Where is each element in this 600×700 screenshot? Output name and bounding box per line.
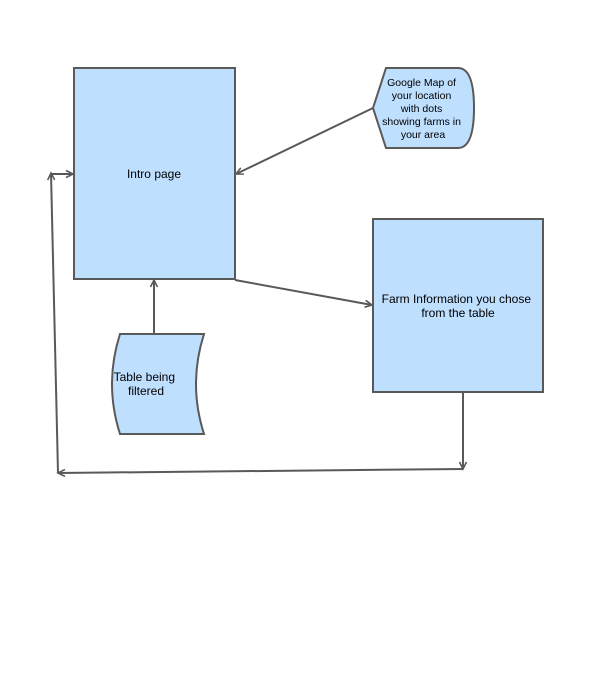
arrow-bottom-left [56,468,464,478]
table-filtered-label-line-1: Table being [114,370,175,384]
google-map-node[interactable] [371,67,476,149]
google-map-label-line-2: your location [392,90,452,102]
farm-info-label-line-1: Farm Information you chose [382,292,532,306]
table-filtered-node[interactable] [111,333,206,435]
google-map-label-line-5: your area [401,129,446,141]
google-map-label-line-4: showing farms in [382,116,461,128]
farm-info-box[interactable] [372,218,544,393]
farm-info-label-line-2: from the table [421,306,495,320]
arrow-map-to-intro [234,107,374,175]
google-map-label-line-3: with dots [400,103,442,115]
arrow-intro-to-farm [234,279,374,308]
google-map-label: Google Map of your location with dots sh… [382,77,464,141]
arrow-left-up [46,171,59,474]
google-map-label-line-1: Google Map of [387,77,456,89]
intro-page-box[interactable] [73,67,236,280]
table-filtered-label: Table being filtered [114,370,179,398]
intro-page-label: Intro page [127,167,181,181]
farm-info-label: Farm Information you chose from the tabl… [382,292,535,320]
table-filtered-label-line-2: filtered [128,384,164,398]
